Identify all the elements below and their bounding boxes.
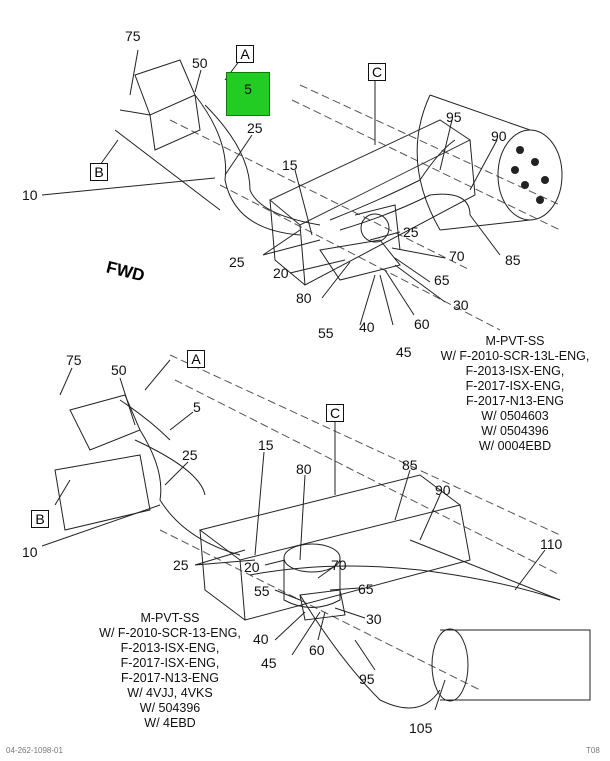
callout-5: 5 [193,399,201,415]
note-line: F-2017-ISX-ENG, [120,656,220,670]
callout-10: 10 [22,187,38,203]
callout-90: 90 [435,482,451,498]
note-line: F-2017-N13-ENG [121,671,219,685]
ref-box-a: A [187,350,205,368]
callout-60: 60 [414,316,430,332]
callout-40: 40 [359,319,375,335]
top-applicability-note: M-PVT-SS W/ F-2010-SCR-13L-ENG, F-2013-I… [420,334,610,454]
callout-10: 10 [22,544,38,560]
callout-25: 25 [182,447,198,463]
callout-95: 95 [359,671,375,687]
callout-65: 65 [434,272,450,288]
callout-30: 30 [453,297,469,313]
callout-55: 55 [318,325,334,341]
callout-70: 70 [449,248,465,264]
ref-box-c: C [326,404,344,422]
callout-90: 90 [491,128,507,144]
callout-25: 25 [229,254,245,270]
highlighted-callout-label: 5 [244,81,252,97]
callout-85: 85 [402,457,418,473]
callout-20: 20 [273,265,289,281]
note-line: W/ F-2010-SCR-13-ENG, [99,626,241,640]
note-line: F-2013-ISX-ENG, [465,364,565,378]
callout-30: 30 [366,611,382,627]
bottom-applicability-note: M-PVT-SS W/ F-2010-SCR-13-ENG, F-2013-IS… [70,611,270,731]
callout-70: 70 [331,557,347,573]
callout-80: 80 [296,290,312,306]
callout-55: 55 [254,583,270,599]
note-line: W/ 504396 [139,701,201,715]
callout-75: 75 [66,352,82,368]
note-line: M-PVT-SS [140,611,200,625]
callout-65: 65 [358,581,374,597]
callout-85: 85 [505,252,521,268]
callout-80: 80 [296,461,312,477]
callout-45: 45 [261,655,277,671]
note-line: W/ F-2010-SCR-13L-ENG, [440,349,590,363]
callout-110: 110 [540,536,563,552]
ref-box-c: C [368,63,386,81]
callout-25: 25 [247,120,263,136]
callout-75: 75 [125,28,141,44]
callout-40: 40 [253,631,269,647]
ref-box-a: A [236,45,254,63]
callout-25: 25 [403,224,419,240]
callout-45: 45 [396,344,412,360]
callout-50: 50 [111,362,127,378]
callout-105: 105 [409,720,433,736]
note-line: F-2013-ISX-ENG, [120,641,220,655]
note-line: M-PVT-SS [485,334,545,348]
callout-25: 25 [173,557,189,573]
callout-15: 15 [258,437,274,453]
note-line: W/ 0504396 [481,424,549,438]
note-line: W/ 0504603 [481,409,549,423]
highlighted-callout[interactable]: 5 [226,72,270,116]
note-line: F-2017-N13-ENG [466,394,564,408]
note-line: W/ 0004EBD [478,439,552,453]
note-line: W/ 4EBD [144,716,196,730]
callout-15: 15 [282,157,298,173]
ref-box-b: B [90,163,108,181]
ref-box-b: B [31,510,49,528]
callout-20: 20 [244,559,260,575]
footer-page-code: T08 [586,746,600,755]
callout-60: 60 [309,642,325,658]
note-line: F-2017-ISX-ENG, [465,379,565,393]
note-line: W/ 4VJJ, 4VKS [127,686,213,700]
callout-50: 50 [192,55,208,71]
callout-95: 95 [446,109,462,125]
footer-drawing-number: 04-262-1098-01 [6,746,63,755]
